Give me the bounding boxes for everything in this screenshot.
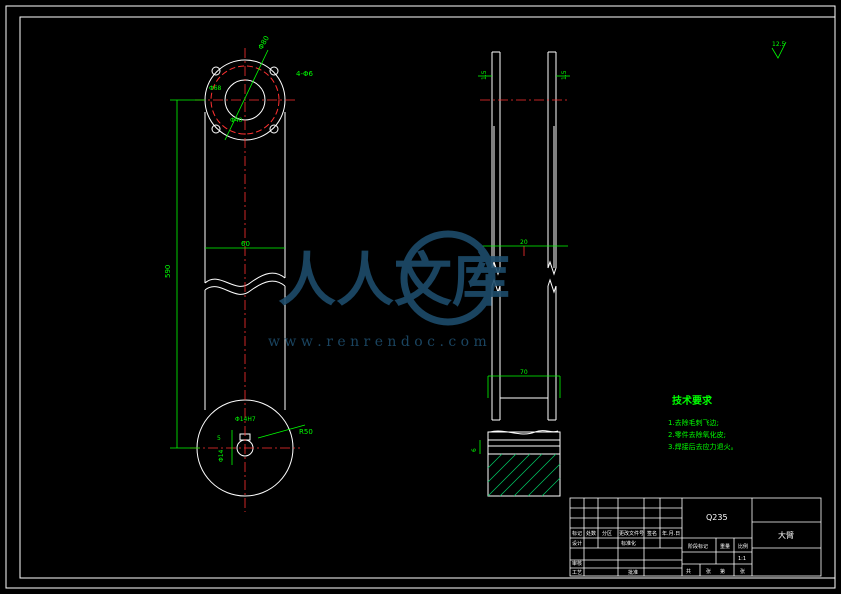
side-view (487, 51, 561, 497)
dim-hole-size: 4-Φ6 (296, 70, 313, 78)
svg-text:审核: 审核 (572, 560, 582, 567)
svg-text:年.月.日: 年.月.日 (662, 530, 680, 537)
dim-thk-top-right: 1.5 (561, 70, 568, 80)
svg-text:批准: 批准 (628, 569, 638, 576)
watermark: 人人文库 w w w . r e n r e n d o c . c o m (268, 230, 510, 350)
svg-text:张: 张 (740, 568, 745, 575)
material: Q235 (706, 513, 728, 522)
section-hatch (487, 453, 561, 497)
dim-fit: Φ14H7 (235, 416, 256, 423)
svg-text:12.5: 12.5 (772, 41, 786, 48)
bolt-hole-4 (269, 124, 279, 134)
svg-text:标准化: 标准化 (621, 540, 636, 547)
watermark-logo-ring (400, 230, 496, 326)
svg-text:张: 张 (706, 568, 711, 575)
svg-text:更改文件号: 更改文件号 (619, 530, 644, 537)
svg-text:1:1: 1:1 (738, 556, 746, 562)
dim-bore: Φ14 (218, 449, 225, 462)
dim-bottom-dia: R50 (299, 428, 313, 436)
title-block-text: Q235 大臂 标记 处数 分区 更改文件号 签名 年.月.日 设计 标准化 阶… (572, 513, 794, 576)
bolt-circle (210, 65, 280, 135)
dim-width: 60 (241, 240, 250, 248)
dim-key-width: 5 (217, 435, 221, 442)
svg-text:签名: 签名 (647, 530, 657, 537)
dim-mid-width: 20 (520, 239, 528, 246)
dim-bolt-circle: Φ68 (209, 85, 222, 92)
dim-shaft-dia: Φ40 (230, 117, 243, 124)
tech-note-3: 3.焊接后去应力退火。 (668, 442, 738, 451)
bolt-hole-2 (269, 66, 279, 76)
roughness-symbol: 12.5 (771, 41, 787, 59)
svg-text:工艺: 工艺 (572, 570, 582, 576)
front-dimensions (170, 49, 306, 465)
technical-requirements: 技术要求 1.去除毛刺飞边; 2.零件去除氧化皮; 3.焊接后去应力退火。 (668, 394, 738, 451)
inner-frame (19, 16, 836, 579)
dim-bottom-width: 70 (520, 369, 528, 376)
svg-text:比例: 比例 (738, 543, 748, 550)
dim-top-dia: Φ80 (257, 35, 271, 51)
dim-thk-top-left: 1.5 (481, 70, 488, 80)
tech-title: 技术要求 (672, 394, 713, 407)
bolt-hole-3 (211, 124, 221, 134)
bolt-hole-1 (211, 66, 221, 76)
svg-text:重量: 重量 (720, 543, 730, 550)
arm-sides-upper (204, 112, 286, 283)
svg-text:共: 共 (686, 568, 691, 575)
break-line-lower (204, 280, 286, 295)
svg-text:标记: 标记 (572, 530, 582, 537)
front-centerlines (190, 48, 300, 512)
dim-bottom-thk: 6 (471, 448, 478, 452)
side-centerlines (480, 99, 568, 256)
break-line-upper (204, 272, 286, 287)
watermark-url: w w w . r e n r e n d o c . c o m (268, 334, 487, 350)
svg-text:处数: 处数 (586, 530, 596, 537)
svg-text:阶段标记: 阶段标记 (688, 543, 708, 550)
dim-overall-length: 590 (164, 265, 172, 278)
svg-text:设计: 设计 (572, 540, 582, 547)
svg-text:第: 第 (720, 568, 725, 575)
watermark-brand: 人人文库 (278, 246, 510, 314)
side-dim-labels: 1.5 1.5 20 70 6 (471, 70, 568, 452)
title-block (569, 497, 822, 577)
part-name: 大臂 (778, 530, 794, 540)
side-dimensions (478, 75, 570, 454)
tech-note-1: 1.去除毛刺飞边; (668, 418, 719, 427)
arm-sides-lower (204, 286, 286, 410)
svg-text:分区: 分区 (602, 530, 612, 537)
tech-note-2: 2.零件去除氧化皮; (668, 430, 726, 439)
